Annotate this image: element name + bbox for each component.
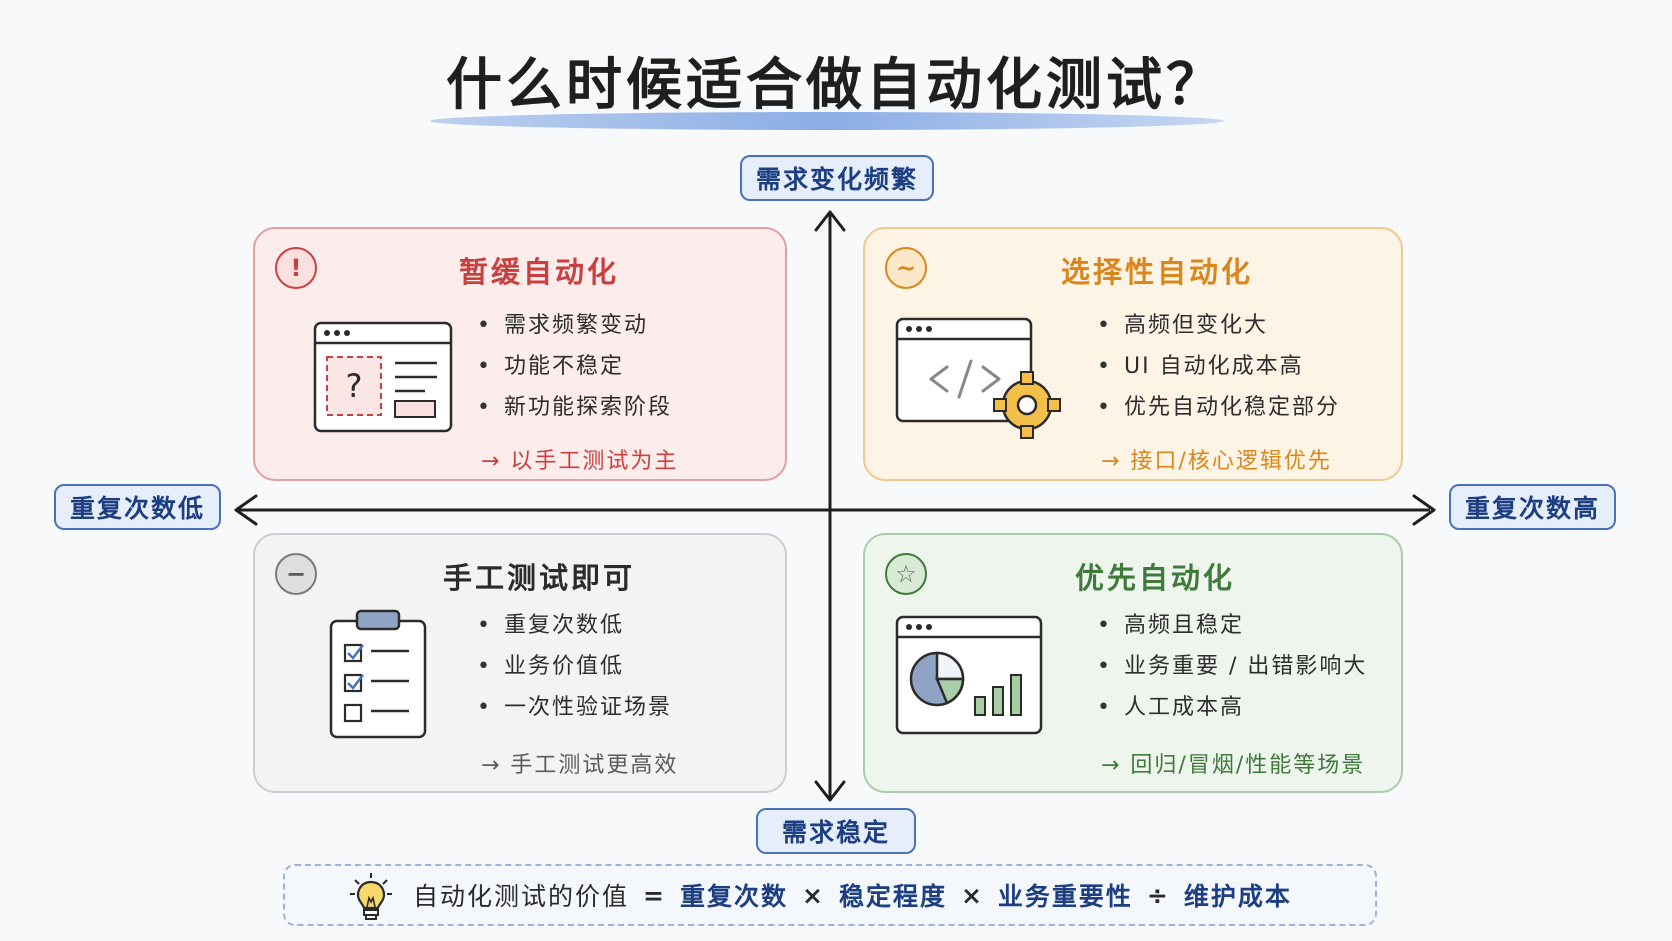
list-item: 功能不稳定 xyxy=(477,346,672,387)
list-item: 高频且稳定 xyxy=(1097,605,1367,646)
list-item: 需求频繁变动 xyxy=(477,305,672,346)
quadrant-recommendation: → 以手工测试为主 xyxy=(481,449,679,474)
formula-term-importance: 业务重要性 xyxy=(997,882,1133,911)
quadrant-postpone-automation: ! 暂缓自动化 ? 需求频繁变动 功能不稳定 新功能探索阶段 → 以手工测试为主 xyxy=(253,227,787,481)
star-icon: ☆ xyxy=(885,553,927,595)
code-gear-illustration xyxy=(895,317,1061,439)
axis-label-top: 需求变化频繁 xyxy=(740,155,934,201)
list-item: 高频但变化大 xyxy=(1097,305,1340,346)
list-item: 一次性验证场景 xyxy=(477,687,672,728)
quadrant-items: 重复次数低 业务价值低 一次性验证场景 xyxy=(477,605,672,728)
quadrant-title: 暂缓自动化 xyxy=(459,255,620,289)
dashboard-chart-illustration xyxy=(895,615,1043,735)
quadrant-recommendation: → 回归/冒烟/性能等场景 xyxy=(1101,753,1366,778)
formula-term-maintenance: 维护成本 xyxy=(1183,882,1292,911)
axis-label-bottom: 需求稳定 xyxy=(756,808,916,854)
quadrant-prioritize-automation: ☆ 优先自动化 高频且稳定 业务重要 / 出错影响大 人工成本高 → 回归/冒烟… xyxy=(863,533,1403,793)
formula-equals: = xyxy=(643,880,666,910)
quadrant-recommendation: → 接口/核心逻辑优先 xyxy=(1101,449,1332,474)
title-underline xyxy=(430,112,1224,130)
list-item: 优先自动化稳定部分 xyxy=(1097,387,1340,428)
list-item: 新功能探索阶段 xyxy=(477,387,672,428)
formula-operator: × xyxy=(801,880,825,910)
browser-question-illustration: ? xyxy=(313,321,453,433)
quadrant-manual-testing: − 手工测试即可 重复次数低 业务价值低 一次性验证场景 → 手工测试更高效 xyxy=(253,533,787,793)
formula-term-stability: 稳定程度 xyxy=(838,882,947,911)
list-item: 业务重要 / 出错影响大 xyxy=(1097,646,1367,687)
list-item: 人工成本高 xyxy=(1097,687,1367,728)
svg-text:?: ? xyxy=(346,367,363,405)
bottom-arrowhead xyxy=(814,780,846,802)
formula-operator: × xyxy=(960,880,984,910)
minus-icon: − xyxy=(275,553,317,595)
list-item: 重复次数低 xyxy=(477,605,672,646)
quadrant-selective-automation: ~ 选择性自动化 高频但变化大 UI 自动化成本高 优先自动化稳定部分 → 接口… xyxy=(863,227,1403,481)
top-arrowhead xyxy=(814,210,846,232)
quadrant-recommendation: → 手工测试更高效 xyxy=(481,753,679,778)
quadrant-title: 选择性自动化 xyxy=(1061,255,1254,289)
left-arrowhead xyxy=(234,494,258,526)
axis-label-right: 重复次数高 xyxy=(1449,484,1616,530)
right-arrowhead xyxy=(1412,494,1436,526)
list-item: UI 自动化成本高 xyxy=(1097,346,1340,387)
formula-operator: ÷ xyxy=(1146,880,1170,910)
page-title: 什么时候适合做自动化测试？ xyxy=(446,53,1226,118)
quadrant-items: 高频且稳定 业务重要 / 出错影响大 人工成本高 xyxy=(1097,605,1367,728)
quadrant-title: 手工测试即可 xyxy=(443,561,636,595)
tilde-icon: ~ xyxy=(885,247,927,289)
list-item: 业务价值低 xyxy=(477,646,672,687)
clipboard-checklist-illustration xyxy=(329,609,427,739)
formula-lead: 自动化测试的价值 xyxy=(413,882,630,911)
lightbulb-icon xyxy=(350,873,392,920)
axis-label-left: 重复次数低 xyxy=(54,484,221,530)
quadrant-items: 高频但变化大 UI 自动化成本高 优先自动化稳定部分 xyxy=(1097,305,1340,428)
quadrant-title: 优先自动化 xyxy=(1075,561,1236,595)
formula-term-repetition: 重复次数 xyxy=(679,882,788,911)
formula-text: 自动化测试的价值 = 重复次数 × 稳定程度 × 业务重要性 ÷ 维护成本 xyxy=(413,877,1292,913)
value-formula-bar: 自动化测试的价值 = 重复次数 × 稳定程度 × 业务重要性 ÷ 维护成本 xyxy=(283,864,1377,926)
quadrant-items: 需求频繁变动 功能不稳定 新功能探索阶段 xyxy=(477,305,672,428)
exclamation-icon: ! xyxy=(275,247,317,289)
